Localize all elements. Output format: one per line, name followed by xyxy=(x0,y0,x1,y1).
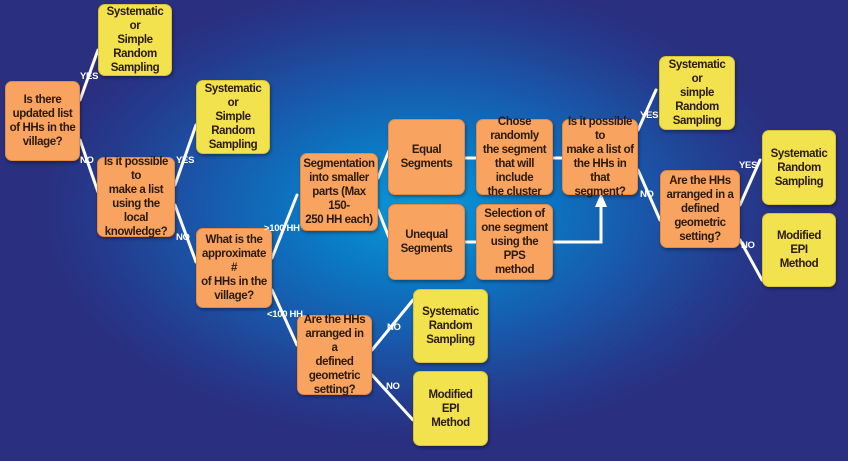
question-local-knowledge: Is it possible to make a list using the … xyxy=(97,156,175,238)
process-equal-segments: Equal Segments xyxy=(388,119,465,195)
edge-q1-yes xyxy=(78,48,100,102)
edge-seglist-no xyxy=(636,168,662,222)
answer-systematic-random-small: Systematic Random Sampling xyxy=(413,289,488,363)
arrowhead-icon xyxy=(595,193,607,207)
edge-geo-seg-no xyxy=(738,238,764,282)
process-unequal-segments: Unequal Segments xyxy=(388,204,465,280)
question-geometric-setting-segment: Are the HHs arranged in a defined geomet… xyxy=(660,170,740,248)
edge-q2-yes xyxy=(173,123,198,187)
edge-geo-small-2 xyxy=(370,373,415,422)
label-yes: YES xyxy=(640,110,659,121)
edge-pps-seglist xyxy=(551,203,603,244)
answer-systematic-or-simple-random-segment: Systematic or simple Random Sampling xyxy=(659,56,735,130)
edge-geo-seg-yes xyxy=(738,158,762,207)
label-no: NO xyxy=(640,189,654,200)
label-no: NO xyxy=(386,381,400,392)
label-no: NO xyxy=(387,322,401,333)
label-gt-100-hh: >100 HH xyxy=(264,223,300,234)
question-segment-list: Is it possible to make a list of the HHs… xyxy=(562,116,638,198)
label-no: NO xyxy=(741,240,755,251)
answer-systematic-or-simple-random-local: Systematic or Simple Random Sampling xyxy=(196,80,270,154)
label-lt-100-hh: <100 HH xyxy=(267,309,303,320)
edge-q1-no xyxy=(78,138,100,194)
edge-q3-gt100 xyxy=(270,193,299,260)
edge-seglist-yes xyxy=(636,88,658,132)
process-pps-selection: Selection of one segment using the PPS m… xyxy=(476,204,553,280)
question-updated-list: Is there updated list of HHs in the vill… xyxy=(5,81,80,161)
question-approximate-hh: What is the approximate # of HHs in the … xyxy=(196,228,272,308)
process-segmentation: Segmentation into smaller parts (Max 150… xyxy=(300,153,378,231)
answer-systematic-or-simple-random-top: Systematic or Simple Random Sampling xyxy=(98,4,172,76)
question-geometric-setting-small: Are the HHs arranged in a defined geomet… xyxy=(297,314,372,396)
process-chose-randomly: Chose randomly the segment that will inc… xyxy=(476,116,553,198)
label-no: NO xyxy=(176,232,190,243)
label-no: NO xyxy=(80,155,94,166)
edge-q2-no xyxy=(173,203,198,264)
answer-systematic-random-segment: Systematic Random Sampling xyxy=(762,130,836,205)
answer-modified-epi-small: Modified EPI Method xyxy=(413,371,488,446)
label-yes: YES xyxy=(176,155,195,166)
label-yes: YES xyxy=(739,160,758,171)
edge-q3-lt100 xyxy=(270,288,299,347)
answer-modified-epi-segment: Modified EPI Method xyxy=(762,213,836,287)
edge-geo-small-1 xyxy=(370,298,415,352)
label-yes: YES xyxy=(80,71,99,82)
